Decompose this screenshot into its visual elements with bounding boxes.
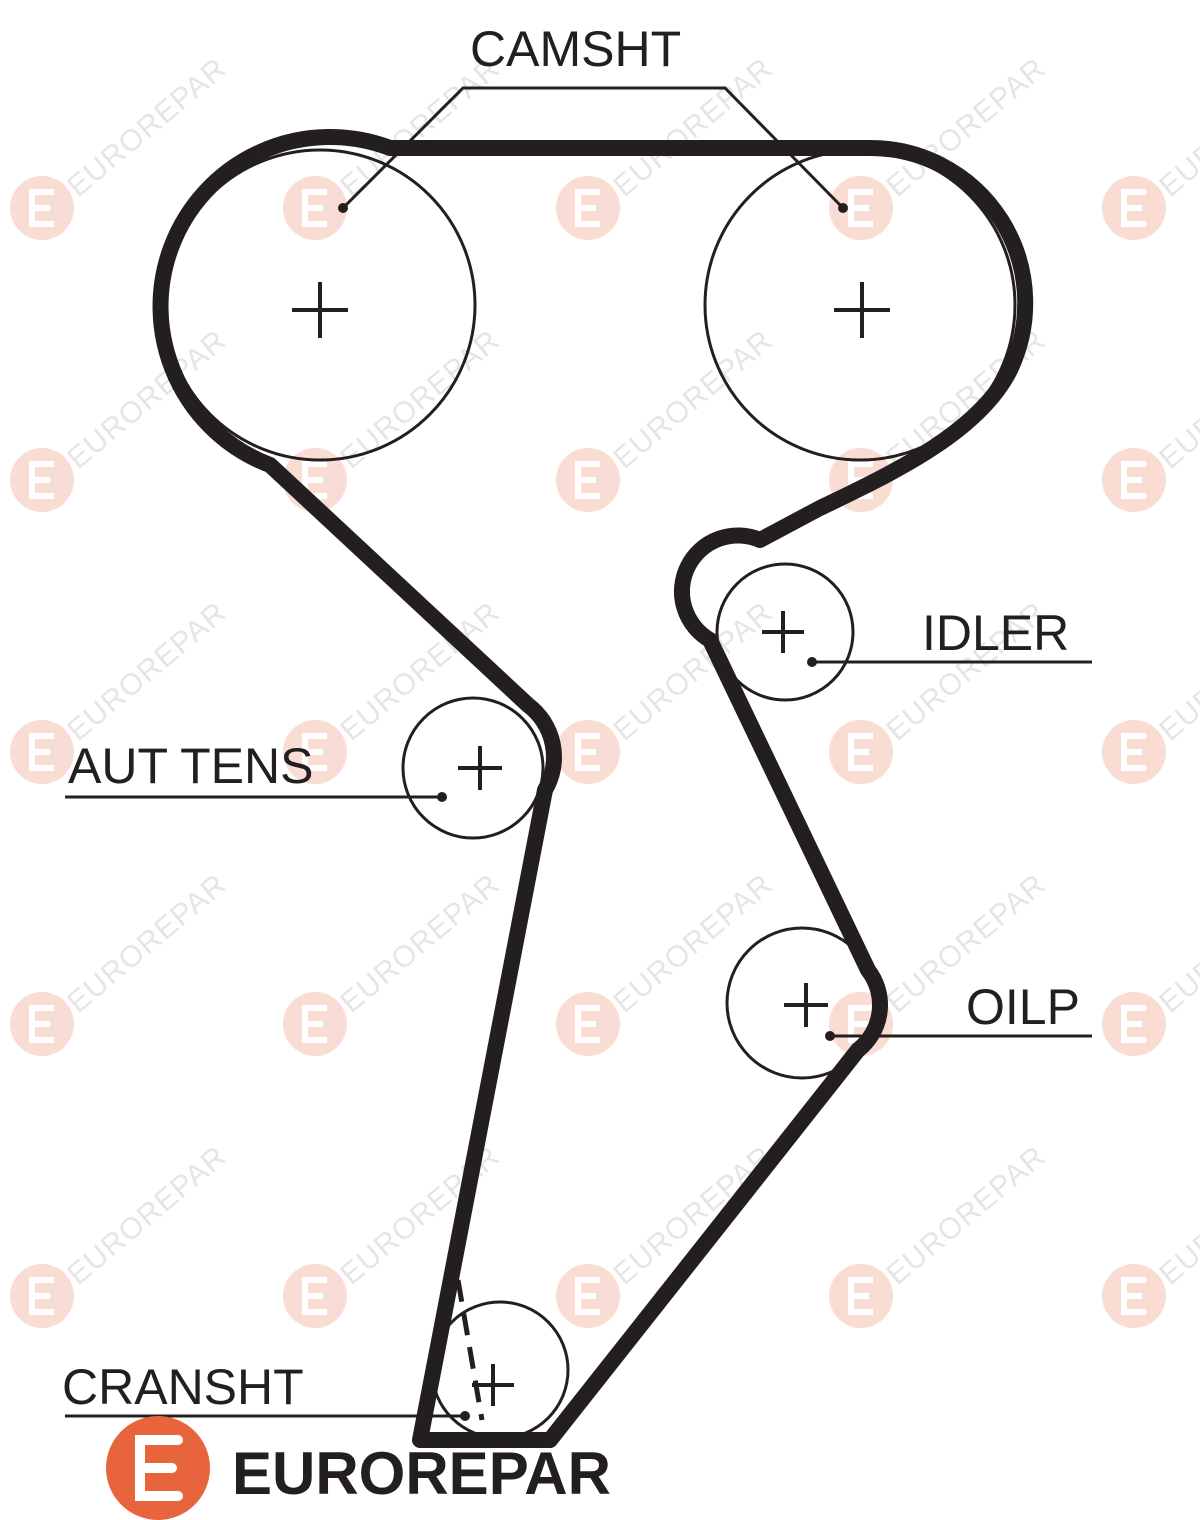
watermark-text: EUROREPAR xyxy=(334,868,506,1020)
watermark-logo: EUROREPAR xyxy=(1102,52,1200,240)
watermark-logo: EUROREPAR xyxy=(283,324,506,512)
camshaft-pulley-left xyxy=(163,148,477,462)
watermark-text: EUROREPAR xyxy=(334,324,506,476)
watermark-text: EUROREPAR xyxy=(607,868,779,1020)
watermark-logo: EUROREPAR xyxy=(283,868,506,1056)
watermark-logo: EUROREPAR xyxy=(10,868,233,1056)
watermark-logo: EUROREPAR xyxy=(556,868,779,1056)
watermark-logo: EUROREPAR xyxy=(10,52,233,240)
watermark-logo: EUROREPAR xyxy=(829,1140,1052,1328)
watermark-text: EUROREPAR xyxy=(1153,52,1200,204)
watermark-text: EUROREPAR xyxy=(1153,596,1200,748)
camshaft-pulley-right xyxy=(703,148,1017,462)
label-camshaft: CAMSHT xyxy=(470,21,681,77)
label-crankshaft: CRANSHT xyxy=(62,1359,304,1415)
watermark-logo: EUROREPAR xyxy=(556,596,779,784)
watermark-logo: EUROREPAR xyxy=(556,324,779,512)
watermark-text: EUROREPAR xyxy=(607,324,779,476)
label-oil-pump: OILP xyxy=(966,979,1080,1035)
brand-name: EUROREPAR xyxy=(232,1440,611,1507)
auto-tensioner-pulley xyxy=(401,696,545,840)
watermark-text: EUROREPAR xyxy=(61,324,233,476)
watermark-logo: EUROREPAR xyxy=(1102,868,1200,1056)
watermark-text: EUROREPAR xyxy=(61,596,233,748)
watermark-text: EUROREPAR xyxy=(1153,1140,1200,1292)
watermark-text: EUROREPAR xyxy=(1153,324,1200,476)
watermark-logo: EUROREPAR xyxy=(1102,596,1200,784)
timing-mark xyxy=(455,1279,485,1421)
watermark-logo: EUROREPAR xyxy=(1102,324,1200,512)
watermark-text: EUROREPAR xyxy=(1153,868,1200,1020)
label-idler: IDLER xyxy=(922,605,1069,661)
crankshaft-pulley xyxy=(430,1279,570,1440)
label-auto-tensioner: AUT TENS xyxy=(68,738,313,794)
watermark-logo: EUROREPAR xyxy=(283,596,506,784)
leader-dots xyxy=(338,203,848,1421)
watermark-text: EUROREPAR xyxy=(880,1140,1052,1292)
leader-lines xyxy=(65,86,1092,1418)
watermark-logo: EUROREPAR xyxy=(1102,1140,1200,1328)
idler-pulley xyxy=(715,562,855,702)
brand-logo: EUROREPAR xyxy=(106,1416,611,1520)
oil-pump-pulley xyxy=(725,926,879,1080)
watermark-text: EUROREPAR xyxy=(61,868,233,1020)
watermark-text: EUROREPAR xyxy=(61,1140,233,1292)
watermark-logo: EUROREPAR xyxy=(10,1140,233,1328)
